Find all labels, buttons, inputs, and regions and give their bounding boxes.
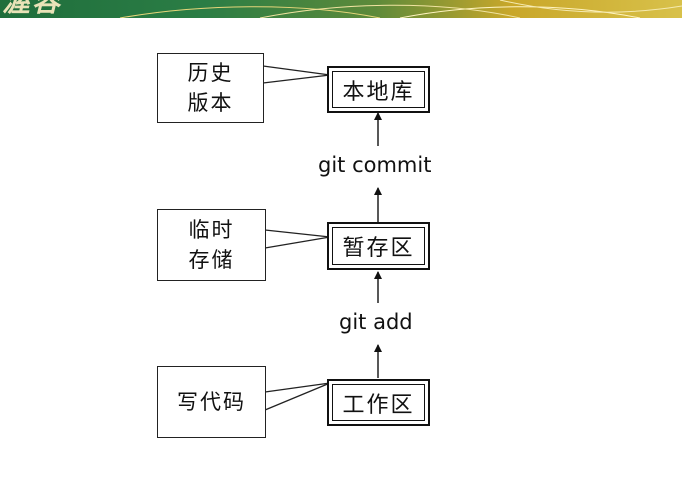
node-working-dir: 工作区 (327, 379, 430, 426)
note-temp-line-2: 存储 (188, 248, 235, 272)
banner-decoration (119, 0, 682, 18)
command-git-add: git add (339, 310, 413, 334)
command-git-commit: git commit (318, 153, 432, 177)
callout-history (262, 65, 331, 84)
note-history: 历史 版本 (157, 53, 264, 123)
note-write-code: 写代码 (157, 366, 266, 438)
node-staging-area: 暂存区 (327, 222, 430, 270)
page-title: 渥容 (2, 0, 63, 18)
node-local-repo-label: 本地库 (342, 79, 415, 105)
callout-write (264, 382, 331, 411)
note-temp-line-1: 临时 (188, 218, 235, 242)
note-history-line-1: 历史 (187, 61, 234, 85)
note-write-label: 写代码 (177, 390, 246, 414)
note-history-line-2: 版本 (187, 91, 234, 115)
callout-temp (264, 229, 331, 249)
node-local-repo: 本地库 (327, 66, 430, 113)
header-banner: 渥容 (0, 0, 682, 18)
note-temp-storage: 临时 存储 (157, 209, 266, 281)
node-staging-label: 暂存区 (342, 236, 415, 261)
node-working-label: 工作区 (342, 392, 415, 418)
